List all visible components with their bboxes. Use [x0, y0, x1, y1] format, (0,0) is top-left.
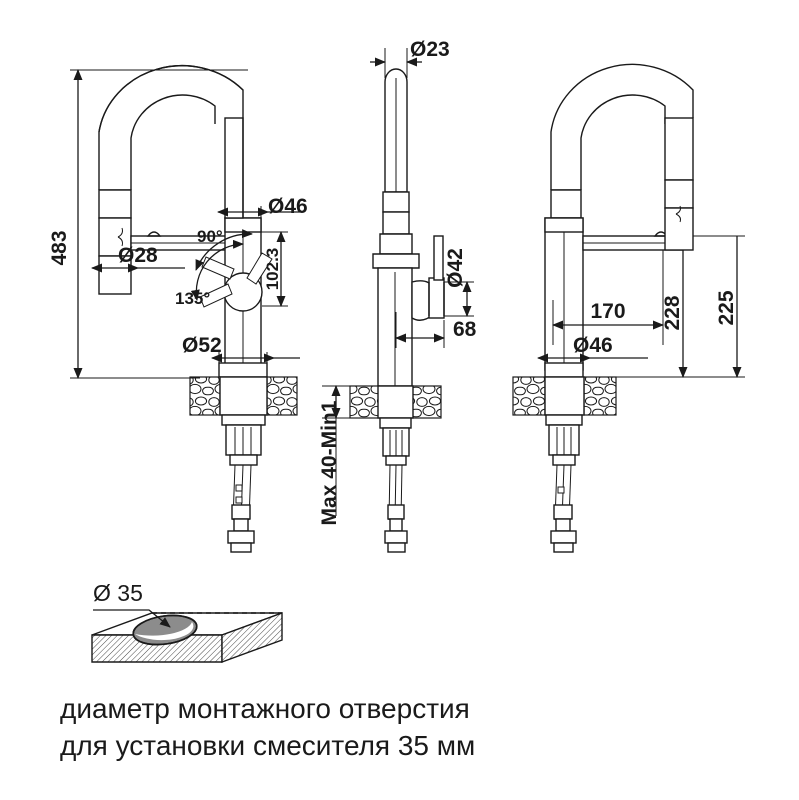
- front-view: 483 Ø28 Ø46: [48, 64, 308, 553]
- dimension-170-label: 170: [590, 300, 625, 323]
- dimension-d42: Ø42: [444, 248, 474, 317]
- hole-leader: [93, 609, 171, 628]
- mounting-hardware-side: [379, 417, 412, 553]
- mounting-hardware-front: [221, 414, 266, 553]
- dimension-d28: Ø28: [91, 244, 185, 274]
- back-view: 170 228 225 Ø46: [512, 63, 745, 553]
- hole-diameter-label: Ø 35: [93, 580, 143, 606]
- dimension-d42-label: Ø42: [444, 248, 467, 288]
- dimension-102-3-label: 102.3: [263, 248, 282, 291]
- countertop-detail: Ø 35: [91, 580, 283, 664]
- dimension-483: 483: [48, 69, 248, 379]
- side-lever: [411, 235, 445, 321]
- dimension-d46-front: Ø46: [217, 195, 308, 218]
- dimension-d23-label: Ø23: [410, 38, 450, 61]
- side-view: Ø23 Ø42 68 Max 40-Mi: [318, 38, 477, 553]
- dimension-225-label: 225: [715, 290, 738, 325]
- hose-coil-right-back: [664, 117, 694, 251]
- angle-135-label: 135°: [175, 289, 210, 308]
- dimension-d52: Ø52: [182, 334, 300, 363]
- hose-coil-left-back: [550, 189, 582, 219]
- note-counter-thickness: Max 40-Min1: [318, 385, 352, 525]
- caption-line-2: для установки смесителя 35 мм: [60, 730, 475, 761]
- angle-90-label: 90°: [197, 227, 223, 246]
- angle-135: 135°: [175, 239, 244, 308]
- countertop-section-side: [349, 385, 442, 419]
- dimension-d23: Ø23: [370, 38, 450, 78]
- dimension-225: 225: [616, 235, 745, 378]
- dimension-228-label: 228: [661, 295, 684, 330]
- dimension-483-label: 483: [48, 230, 71, 265]
- dimension-170: 170: [552, 250, 664, 345]
- lever-position-up: [246, 252, 273, 285]
- countertop-section-front: [189, 376, 298, 416]
- dimension-d28-label: Ø28: [118, 244, 158, 267]
- countertop-section-back: [512, 376, 617, 416]
- mounting-hardware-back: [545, 414, 583, 553]
- dimension-d46-back: Ø46: [537, 334, 648, 363]
- caption-block: диаметр монтажного отверстия для установ…: [60, 693, 475, 761]
- note-counter-thickness-label: Max 40-Min1: [318, 400, 341, 525]
- dimension-d46-back-label: Ø46: [573, 334, 613, 357]
- dimension-68-label: 68: [453, 318, 477, 341]
- dimension-68: 68: [395, 312, 477, 348]
- hose-coil-left: [98, 189, 132, 295]
- caption-line-1: диаметр монтажного отверстия: [60, 693, 470, 724]
- dimension-d52-label: Ø52: [182, 334, 222, 357]
- dimension-d46-front-label: Ø46: [268, 195, 308, 218]
